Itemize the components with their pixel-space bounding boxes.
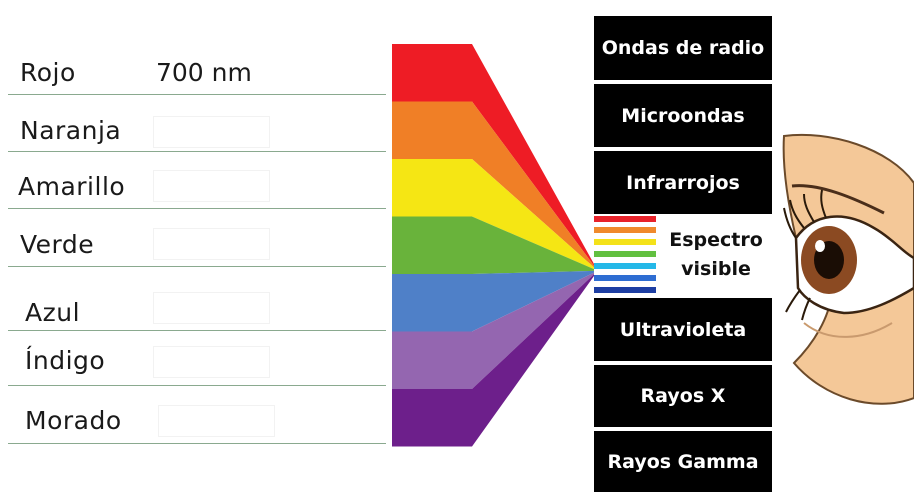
box-rayos-x: Rayos X (594, 365, 772, 427)
visible-bar (594, 227, 656, 233)
spectrum-band (392, 272, 594, 389)
row-divider (8, 385, 386, 386)
row-label-azul: Azul (25, 298, 81, 327)
visible-spectrum-label: Espectro visible (660, 226, 772, 284)
row-label-indigo: Índigo (25, 346, 106, 375)
eye-icon (782, 133, 914, 405)
spectrum-band (392, 44, 594, 266)
row-label-morado: Morado (25, 406, 122, 435)
box-rayos-gamma: Rayos Gamma (594, 431, 772, 492)
row-divider (8, 443, 386, 444)
row-divider (8, 94, 386, 95)
row-label-verde: Verde (20, 230, 95, 259)
box-microondas: Microondas (594, 84, 772, 147)
answer-box-amarillo[interactable] (153, 170, 270, 202)
visible-bar (594, 287, 656, 293)
answer-box-naranja[interactable] (153, 116, 270, 148)
visible-label-line2: visible (681, 258, 751, 280)
spectrum-band (392, 159, 594, 270)
answer-box-azul[interactable] (153, 292, 270, 324)
answer-box-verde[interactable] (153, 228, 270, 260)
spectrum-band (392, 101, 594, 268)
row-divider (8, 151, 386, 152)
row-divider (8, 330, 386, 331)
visible-bar (594, 216, 656, 222)
row-label-amarillo: Amarillo (18, 172, 126, 201)
row-divider (8, 208, 386, 209)
row-label-naranja: Naranja (20, 116, 122, 145)
answer-box-indigo[interactable] (153, 346, 270, 378)
visible-bar (594, 239, 656, 245)
row-value-rojo: 700 nm (156, 58, 252, 87)
box-ultravioleta: Ultravioleta (594, 298, 772, 361)
visible-bar (594, 251, 656, 257)
box-infrarrojos: Infrarrojos (594, 151, 772, 214)
spectrum-band (392, 216, 594, 274)
visible-bar (594, 275, 656, 281)
spectrum-band (392, 274, 594, 447)
row-divider (8, 266, 386, 267)
answer-box-morado[interactable] (158, 405, 275, 437)
box-ondas-de-radio: Ondas de radio (594, 16, 772, 80)
visible-bar (594, 263, 656, 269)
row-label-rojo: Rojo (20, 58, 76, 87)
spectrum-band (392, 270, 594, 332)
visible-label-line1: Espectro (669, 229, 763, 251)
spectrum-prism (392, 44, 594, 447)
